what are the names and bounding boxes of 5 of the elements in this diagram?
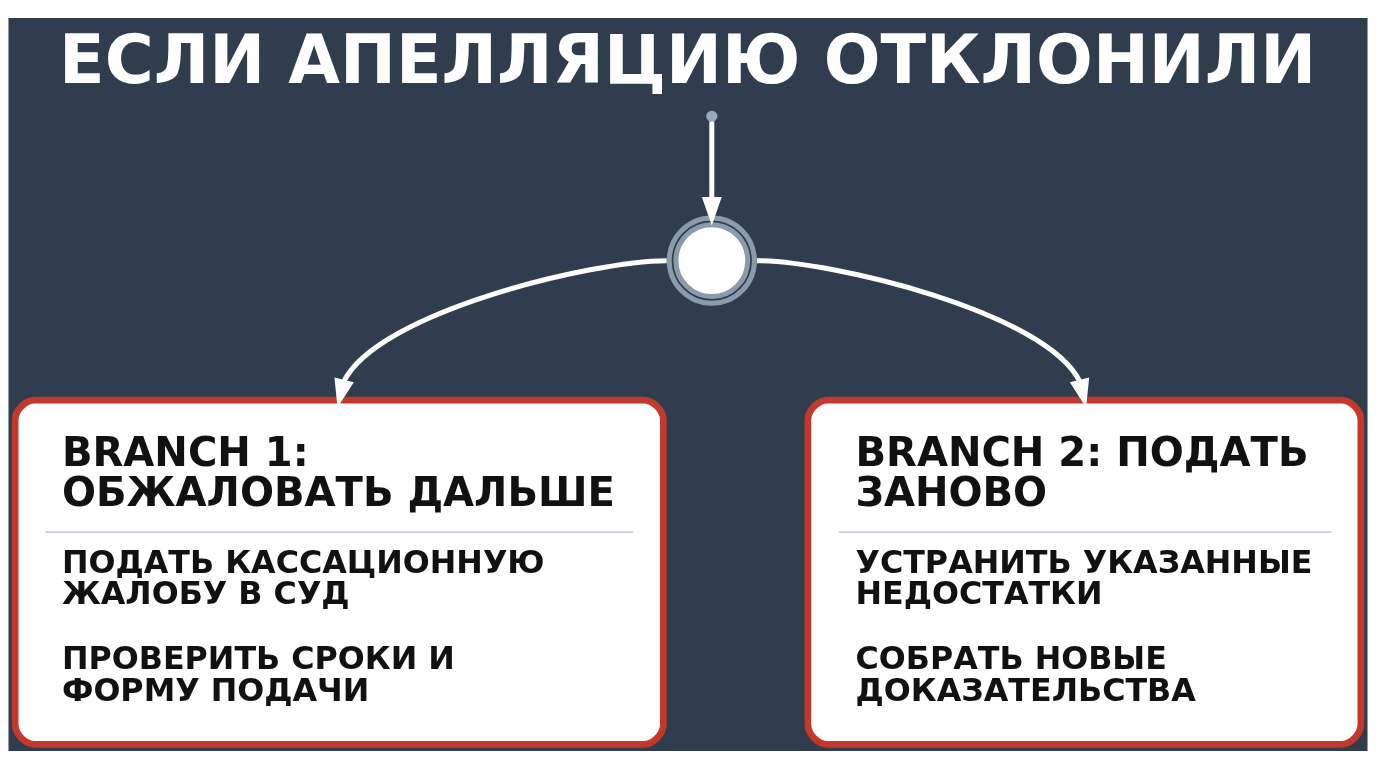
diagram-title: ЕСЛИ АПЕЛЛЯЦИЮ ОТКЛОНИЛИ (59, 20, 1317, 99)
node-circle (666, 215, 757, 306)
node-box: BRANCH 2: ПОДАТЬ ЗАНОВО УСТРАНИТЬ УКАЗАННЫЕ НЕДОСТАТКИ СОБРАТЬ НОВЫЕ ДОКАЗАТЕЛЬСТВА (804, 396, 1365, 748)
arrow (701, 121, 722, 225)
node-box: BRANCH 1: ОБЖАЛОВАТЬ ДАЛЬШЕ ПОДАТЬ КАССАЦИОННУЮ ЖАЛОБУ В СУД ПРОВЕРИТЬ СРОКИ И ФОРМУ ПОДАЧИ (11, 396, 667, 748)
